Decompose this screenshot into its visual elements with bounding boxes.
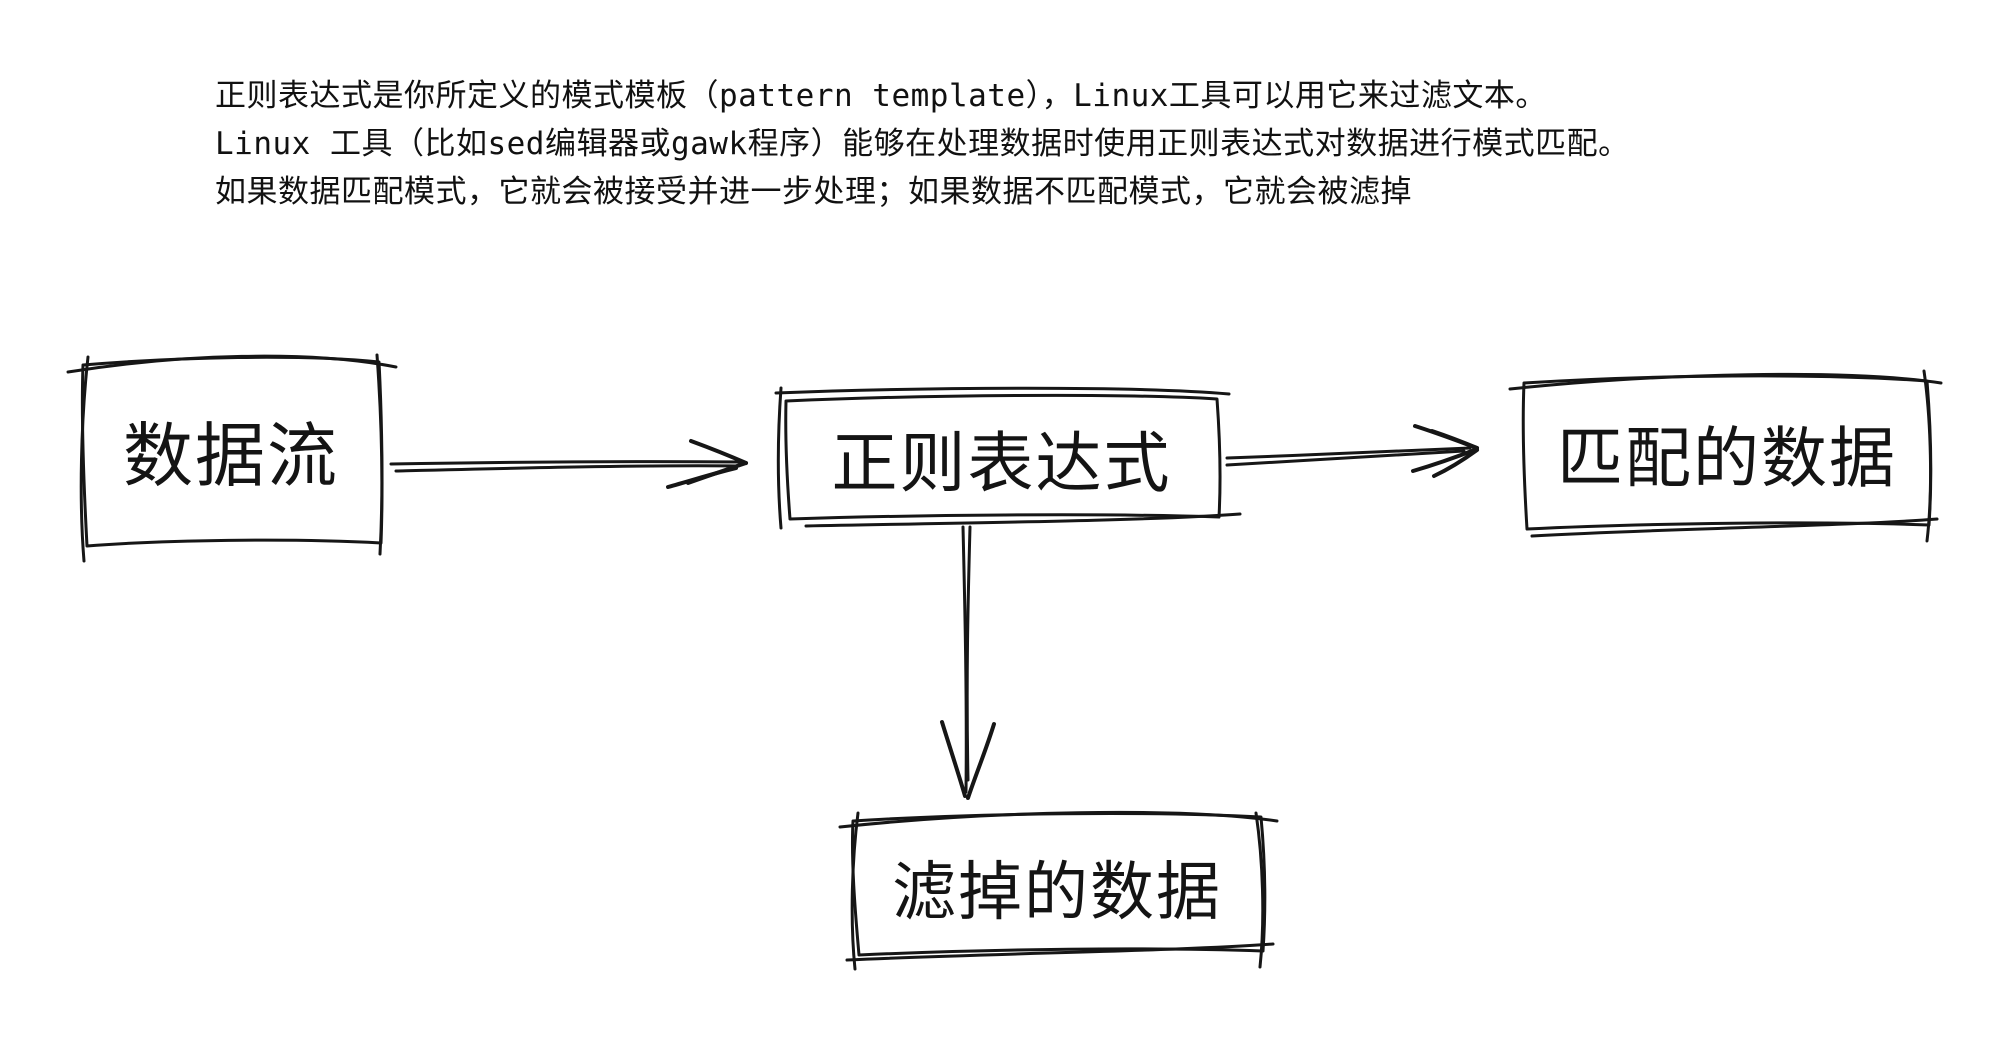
node-outline-data-stream xyxy=(66,353,398,563)
intro-paragraph: 正则表达式是你所定义的模式模板（pattern template），Linux工… xyxy=(215,72,1630,216)
node-matched-data-label: 匹配的数据 xyxy=(1557,420,1897,497)
node-outline-filtered-data xyxy=(838,810,1279,971)
intro-line-3: 如果数据匹配模式，它就会被接受并进一步处理；如果数据不匹配模式，它就会被滤掉 xyxy=(215,174,1412,210)
node-data-stream-label: 数据流 xyxy=(123,414,339,497)
node-filtered-data-label: 滤掉的数据 xyxy=(892,856,1222,930)
node-outline-regex xyxy=(774,386,1242,530)
intro-line-2: Linux 工具（比如sed编辑器或gawk程序）能够在处理数据时使用正则表达式… xyxy=(215,126,1630,162)
edge-data-stream-to-regex xyxy=(389,439,748,489)
node-filtered-data: 滤掉的数据 xyxy=(847,812,1267,962)
node-regex-label: 正则表达式 xyxy=(831,425,1172,502)
node-outline-matched-data xyxy=(1508,369,1943,543)
intro-line-1: 正则表达式是你所定义的模式模板（pattern template），Linux工… xyxy=(215,78,1547,114)
node-matched-data: 匹配的数据 xyxy=(1518,374,1936,532)
edge-regex-to-filtered-data xyxy=(940,525,996,800)
node-regex: 正则表达式 xyxy=(780,394,1223,522)
edge-regex-to-matched-data xyxy=(1225,424,1479,478)
node-data-stream: 数据流 xyxy=(75,352,387,548)
